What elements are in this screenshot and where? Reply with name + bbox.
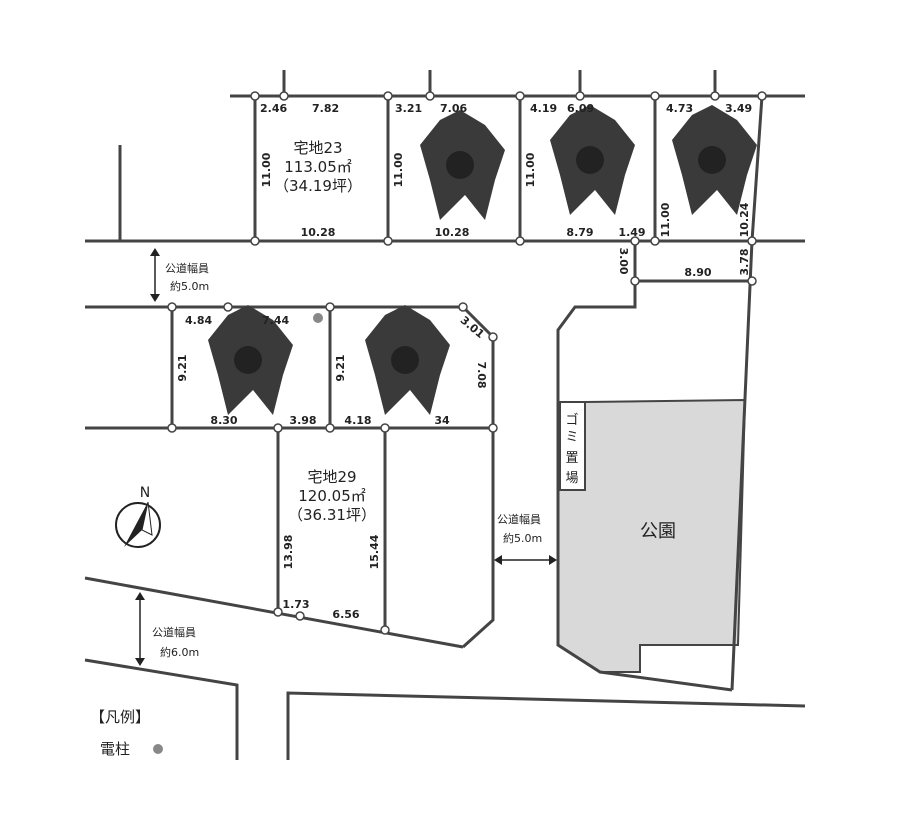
dim: 3.00 bbox=[617, 247, 630, 274]
road-label: 公道幅員 bbox=[152, 625, 196, 639]
road-width: 約5.0m bbox=[503, 531, 542, 545]
dim: 4.18 bbox=[344, 414, 371, 427]
road-width: 約6.0m bbox=[160, 645, 199, 659]
sold-stickers bbox=[208, 105, 757, 415]
lot-23-area: 113.05㎡ bbox=[284, 158, 352, 176]
dim: 7.82 bbox=[312, 102, 339, 115]
dim: 7.08 bbox=[475, 361, 488, 388]
lot-23-name: 宅地23 bbox=[293, 139, 342, 157]
park-label: 公園 bbox=[640, 521, 676, 542]
utility-pole-icon bbox=[153, 744, 163, 754]
dim: 11.00 bbox=[659, 202, 672, 237]
dim: 3.21 bbox=[395, 102, 422, 115]
dim: 3.78 bbox=[738, 248, 751, 275]
road-label: 公道幅員 bbox=[497, 512, 541, 526]
dim: 7.44 bbox=[262, 314, 289, 327]
dim: 7.06 bbox=[440, 102, 467, 115]
lot-29-name: 宅地29 bbox=[307, 468, 356, 486]
dim: 8.90 bbox=[684, 266, 711, 279]
dim: 6.56 bbox=[332, 608, 359, 621]
road-width: 約5.0m bbox=[170, 279, 209, 293]
dim: 4.19 bbox=[530, 102, 557, 115]
boundary-markers bbox=[167, 91, 767, 635]
road-label: 公道幅員 bbox=[165, 261, 209, 275]
lot-29-tsubo: （36.31坪） bbox=[288, 506, 376, 524]
dim: 3.49 bbox=[725, 102, 752, 115]
garbage-label: ゴ bbox=[565, 412, 578, 428]
garbage-label: 置 bbox=[565, 451, 578, 466]
dim: 3.01 bbox=[458, 314, 487, 341]
dim: 10.24 bbox=[738, 202, 751, 237]
dim: 13.98 bbox=[282, 535, 295, 570]
dim: 11.00 bbox=[524, 152, 537, 187]
utility-pole-marker bbox=[313, 313, 323, 323]
garbage-label: 場 bbox=[565, 471, 578, 486]
garbage-label: ミ bbox=[565, 430, 578, 445]
dim: 34 bbox=[434, 414, 450, 427]
lot-29-area: 120.05㎡ bbox=[298, 487, 366, 505]
road-width-upper: 公道幅員 約5.0m bbox=[150, 248, 209, 302]
dim: 15.44 bbox=[368, 534, 381, 569]
dim: 11.00 bbox=[392, 152, 405, 187]
dim: 10.28 bbox=[301, 226, 336, 239]
dim: 1.73 bbox=[282, 598, 309, 611]
dim: 4.84 bbox=[185, 314, 212, 327]
road-width-lower: 公道幅員 約6.0m bbox=[135, 592, 199, 666]
road-width-middle: 公道幅員 約5.0m bbox=[494, 512, 557, 565]
dim: 1.49 bbox=[618, 226, 645, 239]
dim: 9.21 bbox=[176, 354, 189, 381]
dim: 2.46 bbox=[260, 102, 287, 115]
dim: 4.73 bbox=[666, 102, 693, 115]
dim: 8.30 bbox=[210, 414, 237, 427]
legend-pole: 電柱 bbox=[100, 740, 130, 758]
dim: 10.28 bbox=[435, 226, 470, 239]
dim: 11.00 bbox=[260, 152, 273, 187]
dim: 3.98 bbox=[289, 414, 316, 427]
north-compass-icon: N bbox=[115, 485, 161, 548]
lot-23-tsubo: （34.19坪） bbox=[274, 177, 362, 195]
dim: 6.09 bbox=[567, 102, 594, 115]
dim: 8.79 bbox=[566, 226, 593, 239]
garbage-station bbox=[559, 401, 586, 491]
compass-label: N bbox=[140, 485, 150, 501]
dim: 9.21 bbox=[334, 354, 347, 381]
legend-title: 【凡例】 bbox=[90, 708, 150, 726]
